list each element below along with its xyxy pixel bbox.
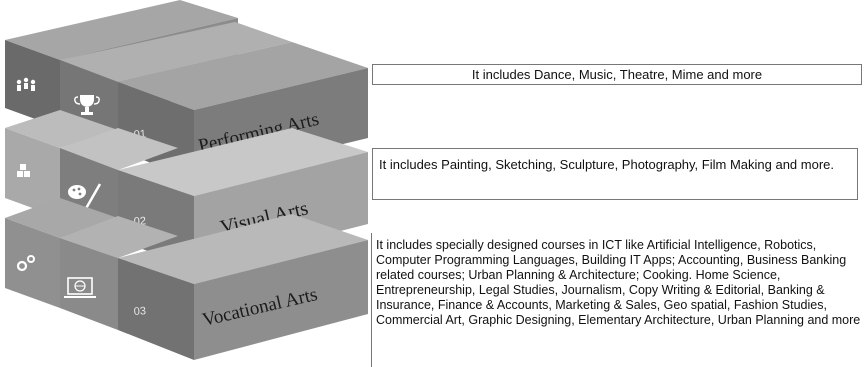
description-vocational-text: It includes specially designed courses i… <box>376 238 861 328</box>
description-performing-arts: It includes Dance, Music, Theatre, Mime … <box>372 64 862 85</box>
description-visual-arts: It includes Painting, Sketching, Sculptu… <box>372 148 858 200</box>
laptop-globe-icon <box>64 277 96 298</box>
block-3-front <box>118 214 368 360</box>
gears-icon <box>16 255 35 272</box>
description-left-rule <box>371 233 372 367</box>
block-3-number: 03 <box>133 305 146 318</box>
trophy-icon <box>74 95 100 115</box>
description-vocational-arts: It includes specially designed courses i… <box>371 233 864 367</box>
block-3-mid <box>60 216 178 330</box>
boxes-icon <box>17 164 30 177</box>
people-icon <box>16 77 36 91</box>
block-3-back <box>5 198 118 308</box>
blocks-diagram: 01 Performing Arts 02 Visual Arts <box>5 0 368 360</box>
